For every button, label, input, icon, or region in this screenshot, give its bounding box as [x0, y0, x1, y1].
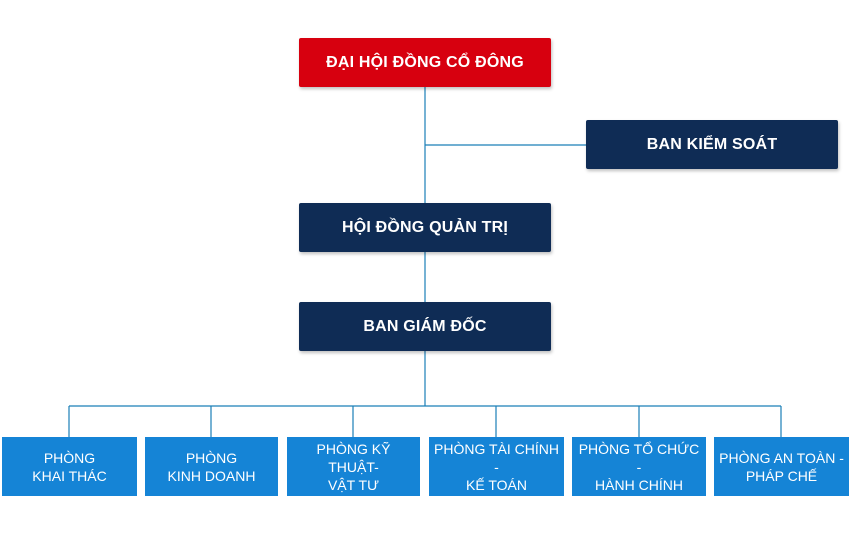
dept-label: PHÒNG TÀI CHÍNH - KẾ TOÁN [434, 440, 559, 493]
node-shareholders: ĐẠI HỘI ĐỒNG CỔ ĐÔNG [299, 38, 551, 87]
node-shareholders-label: ĐẠI HỘI ĐỒNG CỔ ĐÔNG [326, 53, 524, 71]
dept-finance-accounting: PHÒNG TÀI CHÍNH - KẾ TOÁN [429, 437, 564, 496]
node-board-of-directors-label: HỘI ĐỒNG QUẢN TRỊ [341, 218, 509, 236]
dept-label: PHÒNG KHAI THÁC [32, 449, 107, 484]
node-board-of-directors: HỘI ĐỒNG QUẢN TRỊ [299, 203, 551, 252]
dept-organization-admin: PHÒNG TỔ CHỨC - HÀNH CHÍNH [572, 437, 706, 496]
dept-label: PHÒNG TỔ CHỨC - HÀNH CHÍNH [578, 440, 700, 493]
node-supervisory-board-label: BAN KIỂM SOÁT [646, 135, 778, 153]
dept-safety-legal: PHÒNG AN TOÀN - PHÁP CHẾ [714, 437, 849, 496]
node-supervisory-board: BAN KIỂM SOÁT [586, 120, 838, 169]
dept-exploitation: PHÒNG KHAI THÁC [2, 437, 137, 496]
dept-label: PHÒNG KỸ THUẬT- VẬT TƯ [316, 440, 391, 493]
dept-label: PHÒNG AN TOÀN - PHÁP CHẾ [719, 449, 844, 484]
dept-label: PHÒNG KINH DOANH [167, 449, 256, 484]
node-management: BAN GIÁM ĐỐC [299, 302, 551, 351]
dept-technical-materials: PHÒNG KỸ THUẬT- VẬT TƯ [287, 437, 420, 496]
dept-business: PHÒNG KINH DOANH [145, 437, 278, 496]
node-management-label: BAN GIÁM ĐỐC [363, 317, 487, 335]
